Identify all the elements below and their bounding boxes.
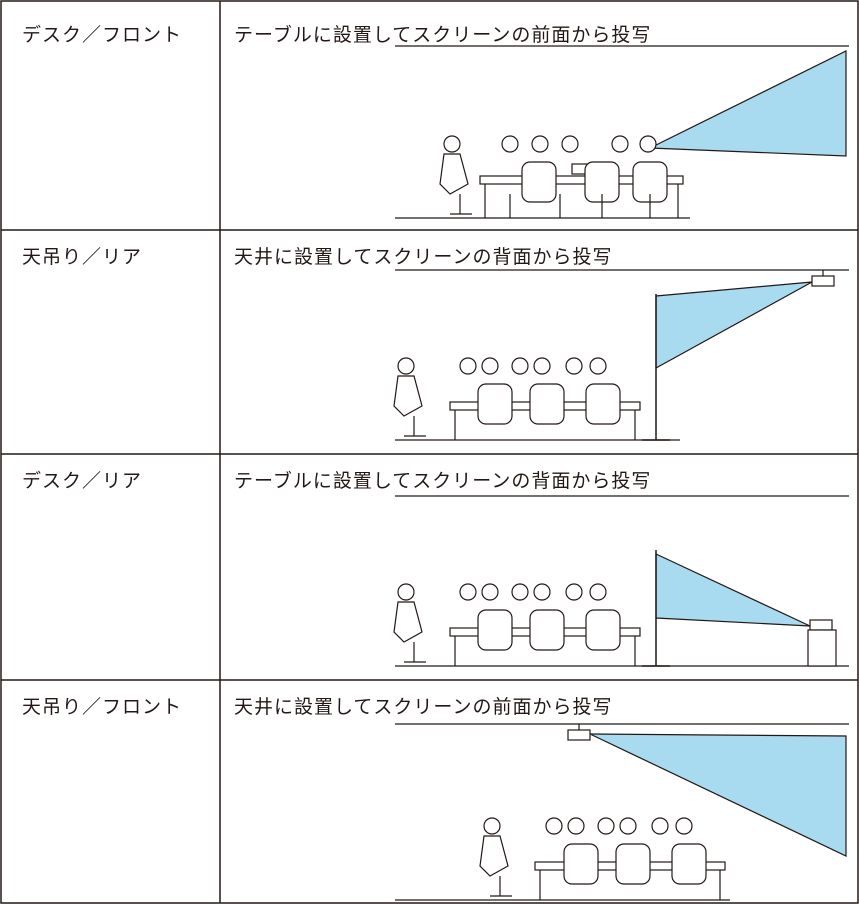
ceiling-rear-illustration (393, 269, 849, 441)
table-row: デスク／フロント テーブルに設置してスクリーンの前面から投写 (0, 0, 859, 230)
row-label: 天吊り／リア (22, 246, 143, 268)
table-row: 天吊り／リア 天井に設置してスクリーンの背面から投写 (0, 230, 859, 454)
projector-icon (811, 270, 835, 287)
audience-icon (393, 583, 641, 666)
audience-icon (393, 357, 641, 440)
row-description: テーブルに設置してスクリーンの前面から投写 (234, 24, 652, 46)
screen-icon (642, 294, 670, 441)
audience-icon (479, 817, 726, 900)
projector-icon (567, 724, 591, 741)
audience-icon (439, 135, 684, 218)
desk-front-illustration (395, 45, 849, 219)
screen-icon (642, 550, 670, 667)
ceiling-front-illustration (395, 723, 849, 901)
row-description: 天井に設置してスクリーンの前面から投写 (234, 696, 613, 718)
table-row: デスク／リア テーブルに設置してスクリーンの背面から投写 (0, 454, 859, 680)
row-description: テーブルに設置してスクリーンの背面から投写 (234, 470, 652, 492)
row-label: 天吊り／フロント (22, 696, 183, 718)
projector-icon (807, 619, 837, 667)
row-label: デスク／フロント (22, 24, 183, 46)
table-row: 天吊り／フロント 天井に設置してスクリーンの前面から投写 (0, 680, 859, 904)
row-description: 天井に設置してスクリーンの背面から投写 (234, 246, 613, 268)
desk-rear-illustration (393, 495, 849, 667)
row-label: デスク／リア (22, 470, 143, 492)
